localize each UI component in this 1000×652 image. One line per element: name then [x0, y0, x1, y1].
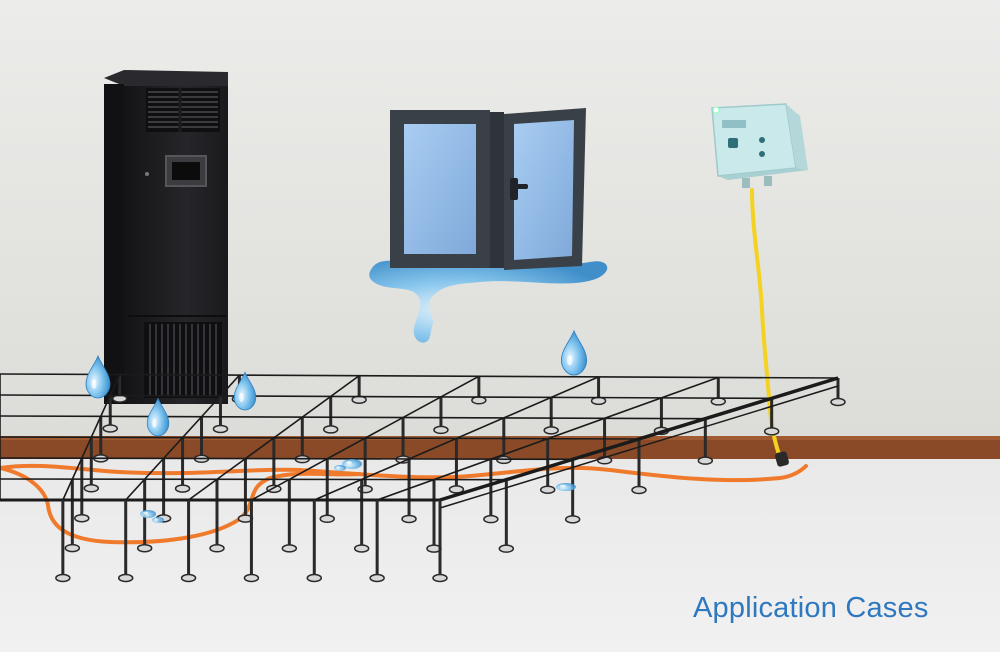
water-puddle-icon — [334, 465, 346, 471]
floor-pedestal — [64, 479, 81, 553]
floor-pedestal — [448, 438, 465, 494]
floor-pedestal — [209, 479, 225, 553]
grid-edge — [439, 376, 839, 502]
water-puddle-icon — [556, 483, 576, 491]
precision-ac-unit-icon — [104, 70, 228, 404]
water-drops — [85, 329, 588, 523]
water-drop-icon — [85, 354, 111, 399]
water-puddle-icon — [152, 517, 164, 523]
floor-pedestal — [74, 458, 90, 523]
grid-rail — [0, 394, 772, 400]
floor-pedestal — [55, 500, 71, 583]
grid-rail — [0, 415, 706, 420]
wood-trim — [0, 437, 1000, 459]
leak-detector-box — [711, 103, 808, 188]
water-puddle-icon — [140, 510, 156, 518]
floor-pedestals-front — [55, 500, 448, 583]
floor-pedestal — [498, 479, 515, 553]
floor-pedestal — [426, 479, 442, 553]
grid-rail — [0, 457, 573, 461]
water-puddle-icon — [342, 459, 362, 469]
water-drop-icon — [233, 371, 257, 411]
cable-connector — [775, 451, 789, 467]
floor-pedestal — [174, 437, 191, 493]
floor-pedestal — [697, 418, 714, 465]
floor-pedestal — [102, 395, 118, 433]
caption-text: Application Cases — [693, 592, 929, 624]
floor-pedestal — [433, 396, 449, 435]
floor-pedestal — [306, 500, 323, 583]
floor-pedestal — [763, 398, 780, 436]
floor-pedestal — [369, 500, 385, 583]
grid-rail — [0, 478, 507, 481]
grid-edge-lower — [439, 385, 839, 509]
floor-pedestal — [111, 374, 128, 403]
open-window-icon — [369, 108, 608, 343]
floor-pedestal — [353, 479, 370, 553]
floor-pedestal — [539, 438, 556, 494]
floor-pedestal — [212, 395, 229, 434]
grid-rail — [0, 373, 839, 379]
raised-floor-grid — [0, 373, 839, 509]
floor-pedestal — [281, 479, 298, 553]
floor-pedestal — [237, 458, 254, 523]
floor — [0, 459, 1000, 652]
water-drop-icon — [146, 397, 170, 437]
floor-pedestal — [432, 500, 448, 583]
floor-pedestal — [322, 396, 339, 434]
floor-pedestal — [543, 397, 559, 435]
floor-pedestal — [117, 500, 134, 583]
floor-pedestal — [180, 500, 197, 583]
grid-rail — [0, 436, 640, 440]
water-drop-icon — [560, 329, 588, 376]
floor-pedestal — [319, 458, 335, 524]
floor-pedestal — [243, 500, 260, 583]
floor-pedestal — [483, 459, 499, 524]
floor-pedestal — [830, 378, 846, 407]
